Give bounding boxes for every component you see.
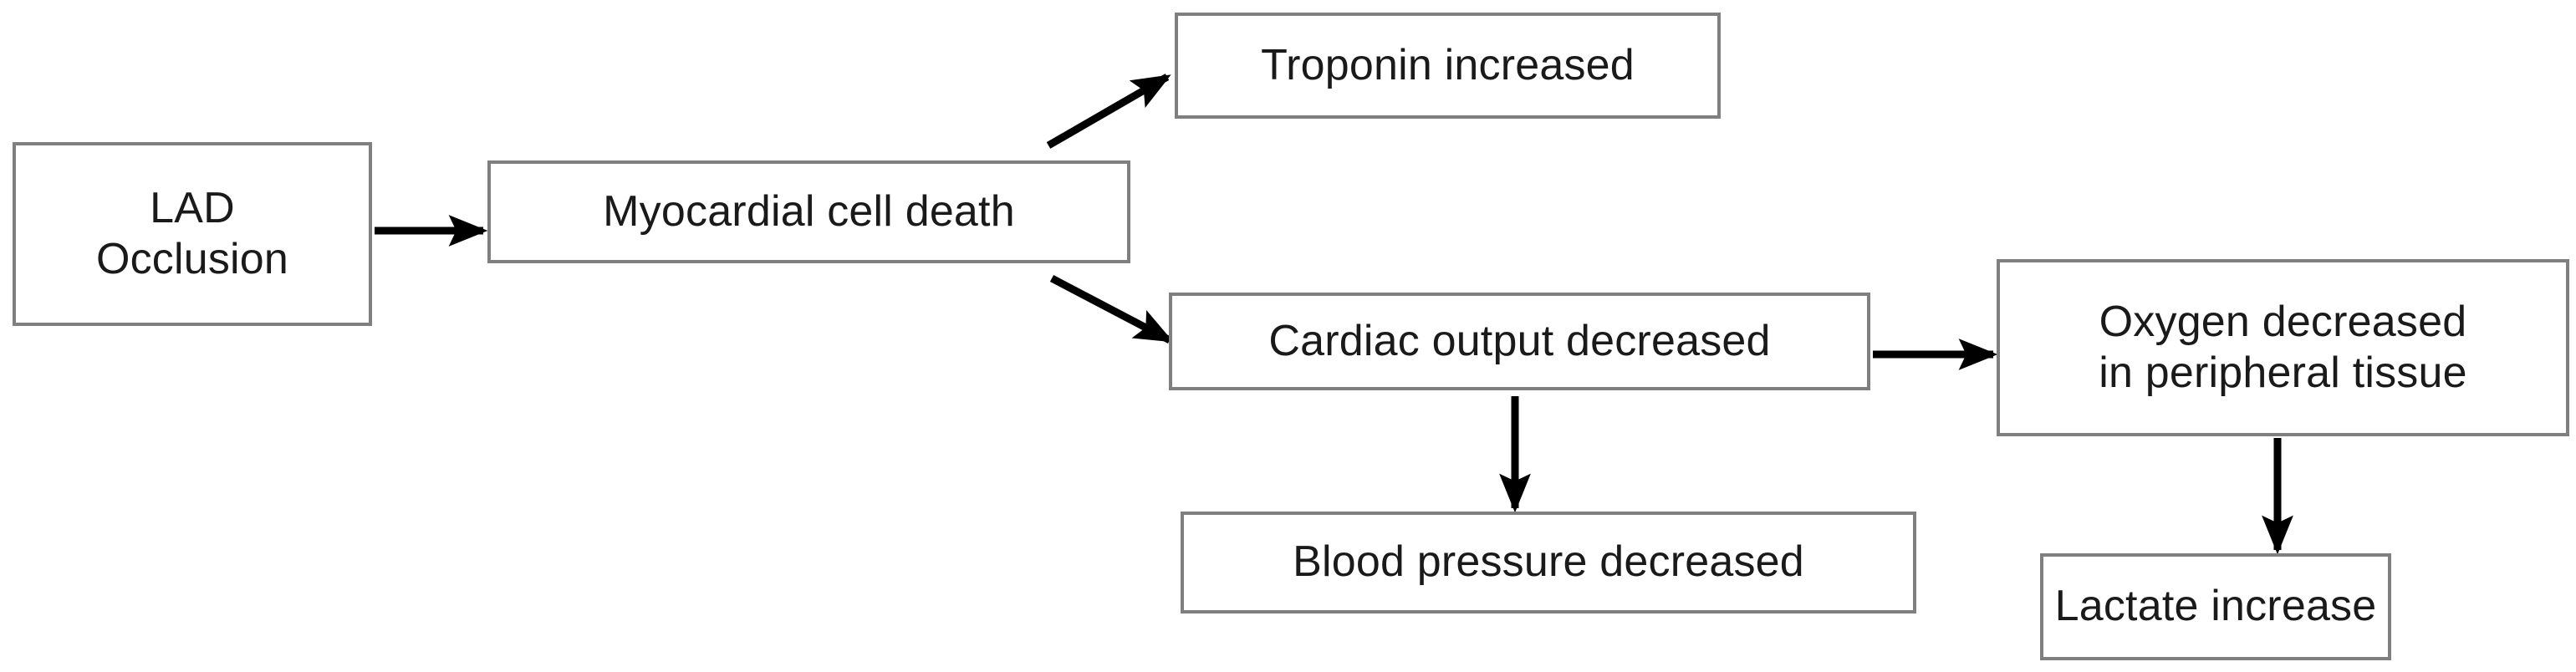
node-label: Myocardial cell death (603, 186, 1015, 236)
arrow-edge-myocardial-to-troponin (1046, 74, 1171, 149)
node-label: LAD Occlusion (95, 183, 289, 283)
node-lactate-increase: Lactate increase (2040, 553, 2391, 660)
node-lad-occlusion: LAD Occlusion (13, 142, 372, 326)
node-label: Blood pressure decreased (1293, 537, 1804, 587)
node-label: Troponin increased (1261, 40, 1635, 89)
arrow-edge-myocardial-to-cardiac-output (1049, 275, 1174, 344)
node-cardiac-output-decreased: Cardiac output decreased (1169, 293, 1870, 390)
node-label: Oxygen decreased in peripheral tissue (2099, 297, 2467, 397)
node-troponin-increased: Troponin increased (1175, 13, 1721, 119)
node-label: Cardiac output decreased (1268, 316, 1771, 365)
node-blood-pressure-decreased: Blood pressure decreased (1181, 512, 1916, 613)
node-myocardial-cell-death: Myocardial cell death (487, 160, 1130, 263)
node-oxygen-decreased-peripheral-tissue: Oxygen decreased in peripheral tissue (1997, 259, 2569, 436)
node-label: Lactate increase (2054, 582, 2377, 631)
